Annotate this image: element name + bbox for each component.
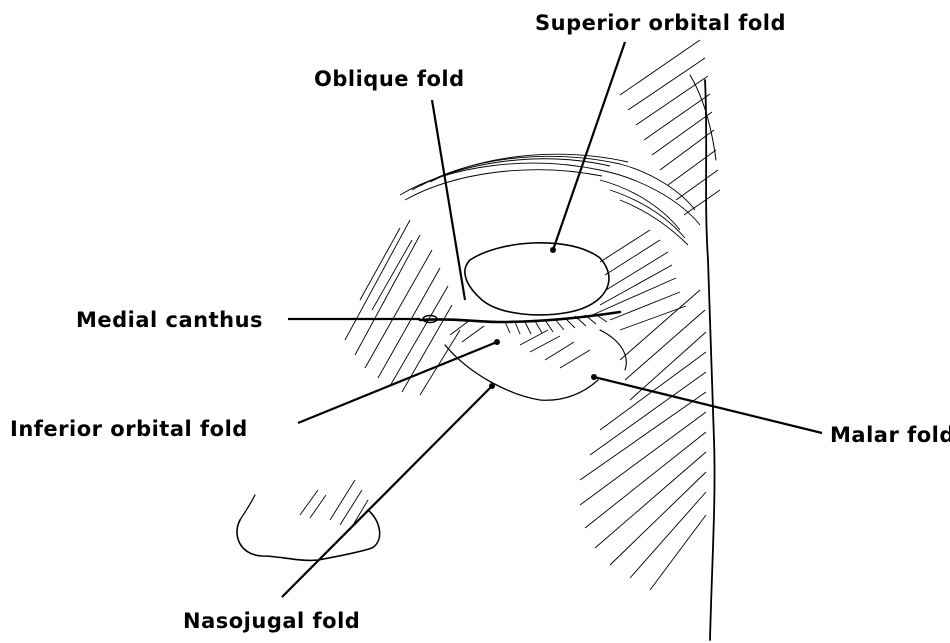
upper-lid-fold — [465, 243, 609, 315]
cheek-shading — [580, 290, 706, 590]
nose-ala — [237, 510, 380, 560]
label-inferior-orbital-fold: Inferior orbital fold — [10, 417, 248, 441]
leader-oblique-fold — [432, 100, 465, 300]
leader-superior-orbital-fold — [553, 42, 625, 250]
orbit-shading-left — [345, 220, 460, 395]
temple-shading — [620, 40, 720, 215]
face-profile — [705, 80, 715, 640]
label-malar-fold: Malar fold — [830, 423, 950, 447]
label-oblique-fold: Oblique fold — [314, 67, 465, 91]
label-medial-canthus: Medial canthus — [76, 308, 263, 332]
face-drawing — [237, 40, 720, 640]
label-superior-orbital-fold: Superior orbital fold — [535, 11, 786, 35]
eyebrow — [400, 154, 700, 245]
leader-malar-fold — [594, 377, 822, 433]
label-nasojugal-fold: Nasojugal fold — [183, 609, 360, 633]
